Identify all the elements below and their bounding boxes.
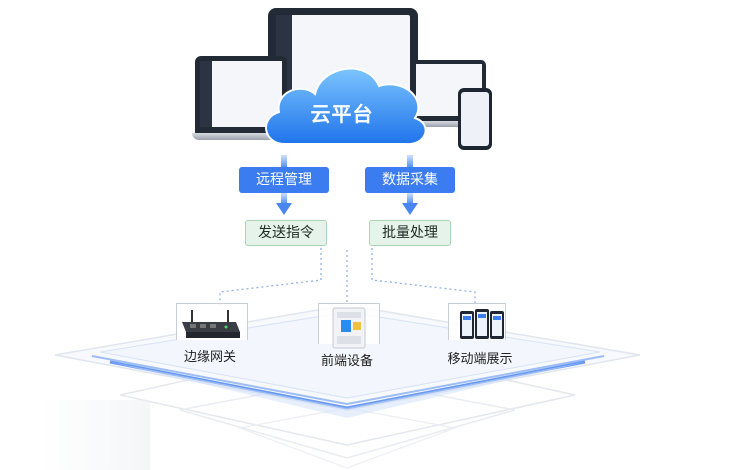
frontend-device-label: 前端设备 — [320, 354, 373, 369]
cloud-platform-label: 云平台 — [310, 102, 374, 126]
send-command-box: 发送指令 — [245, 220, 327, 246]
smartphone — [458, 88, 492, 150]
remote-management-box: 远程管理 — [239, 167, 329, 193]
left-laptop — [195, 56, 287, 134]
right-arrow-stem-1 — [407, 155, 413, 167]
mobile-phones-icon — [460, 309, 504, 339]
cloud-icon — [265, 67, 427, 146]
data-collection-box: 数据采集 — [365, 167, 455, 193]
batch-processing-box: 批量处理 — [369, 220, 451, 246]
left-arrow-stem-2 — [281, 193, 287, 203]
mobile-display-label: 移动端展示 — [447, 352, 513, 367]
circuit-breaker-icon — [332, 307, 366, 349]
right-arrow-head — [402, 203, 418, 215]
right-arrow-stem-2 — [407, 193, 413, 203]
left-arrow-head — [276, 203, 292, 215]
right-laptop-base — [408, 121, 490, 127]
edge-gateway-icon — [182, 310, 240, 338]
edge-gateway-label: 边缘网关 — [183, 350, 236, 365]
left-arrow-stem-1 — [281, 155, 287, 167]
left-laptop-base — [192, 133, 290, 140]
